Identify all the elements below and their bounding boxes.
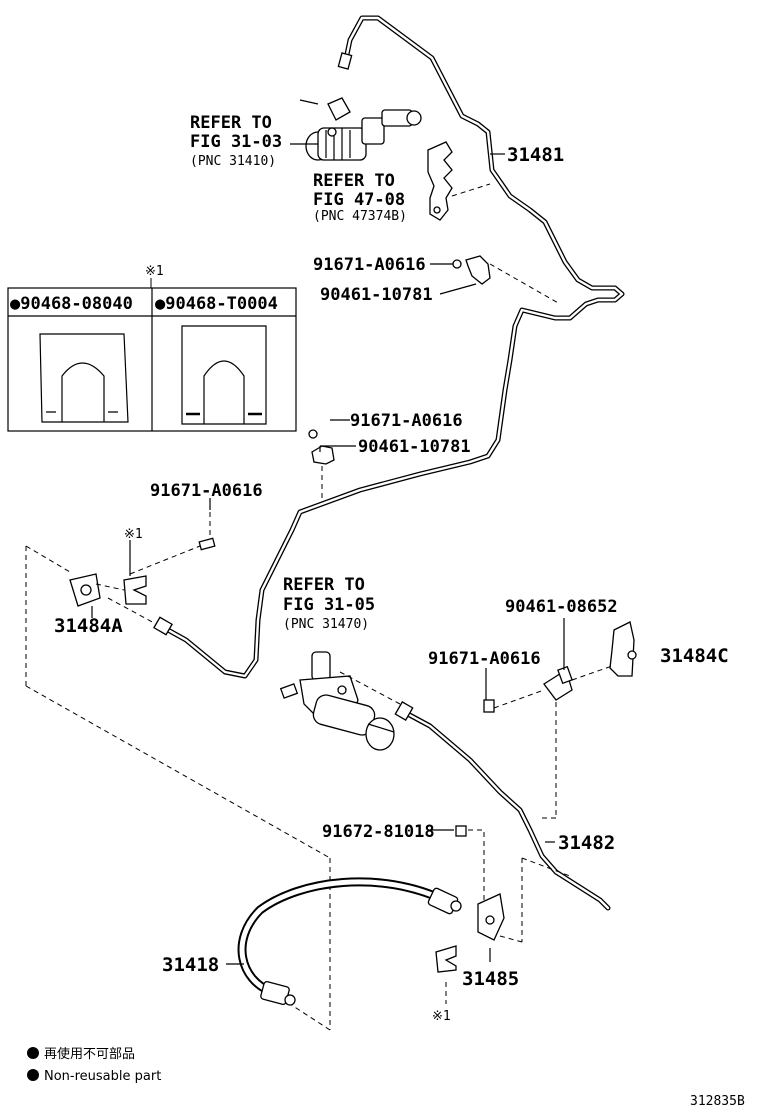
label-refer-47-08-pnc: (PNC 47374B) xyxy=(313,209,407,224)
label-refer-47-08: REFER TO xyxy=(313,171,395,191)
bracket-31485 xyxy=(435,825,505,973)
label-90461-10781-2: 90461-10781 xyxy=(358,437,471,457)
label-refer-31-05-pnc: (PNC 31470) xyxy=(283,617,369,632)
label-refer-31-05-fig: FIG 31-05 xyxy=(283,595,375,615)
label-31484c: 31484C xyxy=(660,645,729,667)
label-31485: 31485 xyxy=(462,968,519,990)
legend: 再使用不可部品 Non-reusable part xyxy=(27,1046,161,1084)
label-31481: 31481 xyxy=(507,144,564,166)
label-refer-31-05: REFER TO xyxy=(283,575,365,595)
label-91672-81018: 91672-81018 xyxy=(322,822,435,842)
bracket-31484a xyxy=(69,537,216,607)
ref-mark-left: ※1 xyxy=(124,527,143,542)
label-refer-31-03-pnc: (PNC 31410) xyxy=(190,154,276,169)
label-refer-31-03-fig: FIG 31-03 xyxy=(190,132,282,152)
label-31482: 31482 xyxy=(558,832,615,854)
clip-table-col2: ●90468-T0004 xyxy=(155,294,278,314)
non-reusable-dot-icon-2 xyxy=(27,1069,39,1081)
clutch-pipe-31481 xyxy=(153,15,625,679)
label-refer-31-03: REFER TO xyxy=(190,113,272,133)
ref-mark-bottom: ※1 xyxy=(432,1009,451,1024)
clutch-master-cylinder xyxy=(299,97,422,161)
label-90461-10781-1: 90461-10781 xyxy=(320,285,433,305)
label-refer-47-08-fig: FIG 47-08 xyxy=(313,190,405,210)
clutch-pipe-31482 xyxy=(394,701,611,911)
label-90461-08652: 90461-08652 xyxy=(505,597,618,617)
legend-en: Non-reusable part xyxy=(44,1069,161,1084)
clamp-upper xyxy=(452,255,491,285)
label-91671-a0616-2: 91671-A0616 xyxy=(350,411,463,431)
non-reusable-dot-icon xyxy=(27,1047,39,1059)
clip-table xyxy=(7,278,297,432)
label-91671-a0616-1: 91671-A0616 xyxy=(313,255,426,275)
legend-jp: 再使用不可部品 xyxy=(44,1046,135,1062)
clamp-middle xyxy=(308,429,335,465)
label-91671-a0616-3: 91671-A0616 xyxy=(150,481,263,501)
figure-id: 312835B xyxy=(690,1094,745,1109)
leader-lines xyxy=(91,143,491,962)
clip-table-col1: ●90468-08040 xyxy=(10,294,133,314)
label-91671-a0616-4: 91671-A0616 xyxy=(428,649,541,669)
bracket-31484c xyxy=(483,621,637,713)
label-31484a: 31484A xyxy=(54,615,123,637)
ref-mark-clip-table: ※1 xyxy=(145,264,164,279)
clutch-flexible-hose-31418 xyxy=(237,877,462,1006)
bracket-fig-47-08 xyxy=(427,141,453,221)
label-31418: 31418 xyxy=(162,954,219,976)
clutch-release-cylinder xyxy=(279,651,395,751)
